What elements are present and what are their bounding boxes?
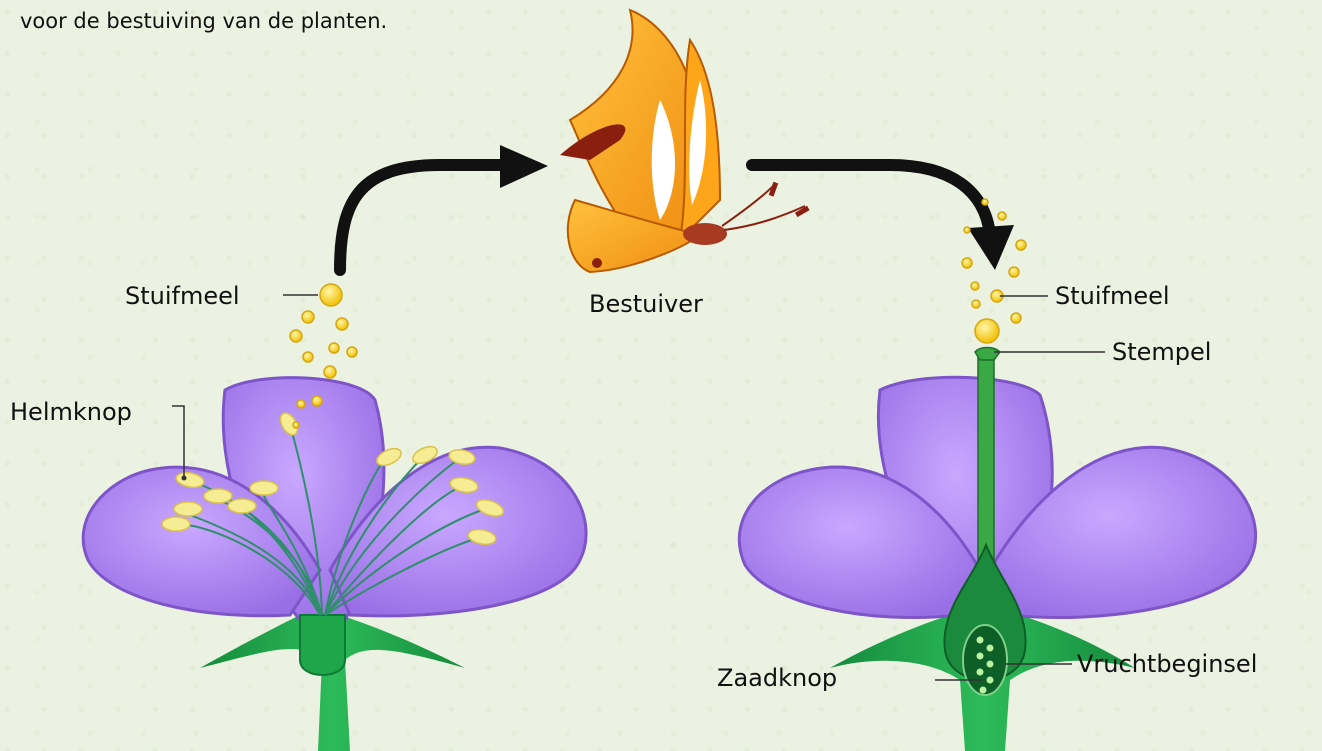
arrow-to-flower (752, 165, 1014, 270)
butterfly-illustration (560, 10, 810, 272)
stigma-shape (975, 348, 1000, 361)
arrow-to-pollinator (340, 145, 548, 270)
label-ovule: Zaadknop (717, 666, 837, 690)
left-flower (83, 284, 586, 751)
label-stigma: Stempel (1112, 340, 1211, 364)
label-pollen-left: Stuifmeel (125, 284, 240, 308)
label-ovary: Vruchtbeginsel (1077, 652, 1257, 676)
label-anther: Helmknop (10, 400, 132, 424)
right-pollen-grains (962, 199, 1026, 343)
label-pollen-right: Stuifmeel (1055, 284, 1170, 308)
label-pollinator: Bestuiver (589, 292, 703, 316)
